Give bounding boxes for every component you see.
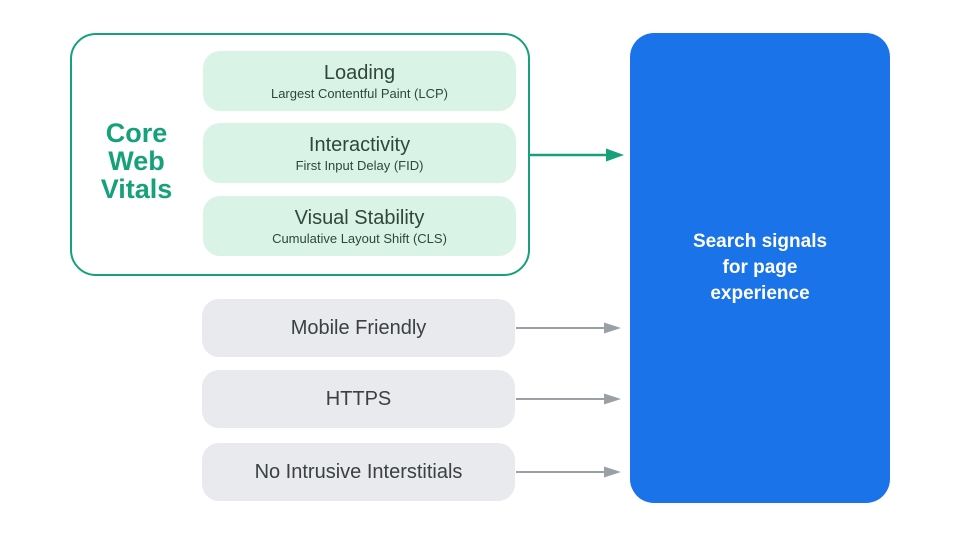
cwv-item-interactivity-subtitle: First Input Delay (FID): [295, 157, 424, 173]
cwv-item-visual-stability-subtitle: Cumulative Layout Shift (CLS): [272, 230, 447, 246]
cwv-item-loading-title: Loading: [323, 61, 396, 84]
signal-no-intrusive-interstitials-label: No Intrusive Interstitials: [254, 461, 463, 483]
signal-mobile-friendly-label: Mobile Friendly: [290, 317, 427, 339]
cwv-item-interactivity-title: Interactivity: [308, 133, 411, 156]
signal-mobile-friendly: Mobile Friendly: [202, 299, 515, 357]
cwv-item-visual-stability: Visual Stability Cumulative Layout Shift…: [203, 196, 516, 256]
search-signals-panel: Search signals for page experience: [630, 33, 890, 503]
signal-https: HTTPS: [202, 370, 515, 428]
cwv-item-loading-subtitle: Largest Contentful Paint (LCP): [270, 85, 449, 101]
cwv-item-interactivity: Interactivity First Input Delay (FID): [203, 123, 516, 183]
signal-no-intrusive-interstitials: No Intrusive Interstitials: [202, 443, 515, 501]
core-web-vitals-label: Core Web Vitals: [100, 117, 173, 204]
cwv-item-loading: Loading Largest Contentful Paint (LCP): [203, 51, 516, 111]
signal-https-label: HTTPS: [325, 388, 392, 410]
arrow-core-web-vitals-to-panel-icon: [529, 148, 624, 162]
cwv-item-visual-stability-title: Visual Stability: [294, 206, 425, 229]
arrow-https-to-panel-icon: [516, 393, 621, 405]
arrow-mobile-friendly-to-panel-icon: [516, 322, 621, 334]
search-signals-panel-label: Search signals for page experience: [692, 231, 828, 304]
arrow-interstitials-to-panel-icon: [516, 466, 621, 478]
